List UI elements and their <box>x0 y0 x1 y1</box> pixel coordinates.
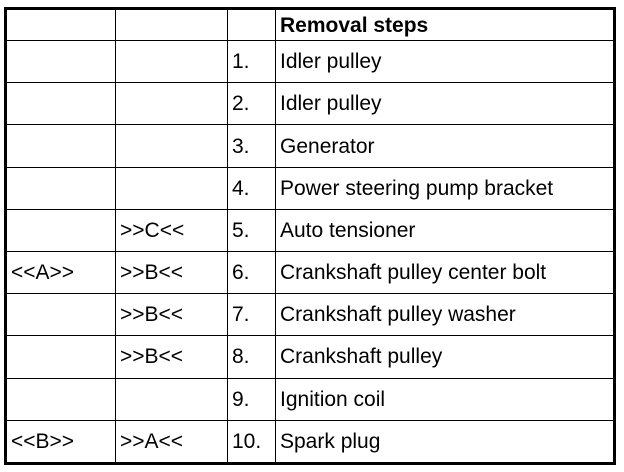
step-number-cell: 10. <box>227 419 276 465</box>
removal-ref-cell <box>115 166 228 210</box>
step-number-cell: 9. <box>227 377 276 421</box>
step-number-cell: 1. <box>227 40 276 84</box>
step-name-cell: Crankshaft pulley center bolt <box>275 250 615 295</box>
table-row: >>B<< 7. Crankshaft pulley washer <box>5 293 615 337</box>
installation-ref-cell <box>5 377 116 421</box>
step-number-cell: 6. <box>227 250 276 295</box>
removal-ref-cell <box>115 40 228 84</box>
header-cell-installation-ref <box>5 7 116 42</box>
installation-ref-cell: <<B>> <box>5 419 116 465</box>
step-number-cell: 4. <box>227 166 276 210</box>
removal-ref-cell: >>A<< <box>115 419 228 465</box>
step-number-cell: 8. <box>227 335 276 379</box>
step-name-cell: Spark plug <box>275 419 615 465</box>
step-number-cell: 3. <box>227 124 276 168</box>
table-row: 4. Power steering pump bracket <box>5 166 615 210</box>
step-name-cell: Power steering pump bracket <box>275 166 615 210</box>
table-row: >>B<< 8. Crankshaft pulley <box>5 335 615 379</box>
step-name-cell: Ignition coil <box>275 377 615 421</box>
removal-ref-cell: >>B<< <box>115 293 228 337</box>
table-row: <<B>> >>A<< 10. Spark plug <box>5 419 615 465</box>
removal-ref-cell <box>115 377 228 421</box>
step-name-cell: Idler pulley <box>275 82 615 126</box>
installation-ref-cell <box>5 208 116 253</box>
installation-ref-cell <box>5 124 116 168</box>
installation-ref-cell <box>5 166 116 210</box>
step-name-cell: Crankshaft pulley washer <box>275 293 615 337</box>
header-cell-number <box>227 7 276 42</box>
step-name-cell: Crankshaft pulley <box>275 335 615 379</box>
step-name-cell: Idler pulley <box>275 40 615 84</box>
installation-ref-cell <box>5 293 116 337</box>
removal-ref-cell: >>B<< <box>115 335 228 379</box>
installation-ref-cell <box>5 40 116 84</box>
removal-steps-table: Removal steps 1. Idler pulley 2. Idler p… <box>4 7 616 465</box>
table-row: <<A>> >>B<< 6. Crankshaft pulley center … <box>5 250 615 295</box>
step-number-cell: 2. <box>227 82 276 126</box>
installation-ref-cell <box>5 82 116 126</box>
table-row: 2. Idler pulley <box>5 82 615 126</box>
step-number-cell: 7. <box>227 293 276 337</box>
removal-ref-cell <box>115 82 228 126</box>
removal-ref-cell: >>C<< <box>115 208 228 253</box>
header-title-removal-steps: Removal steps <box>275 7 615 42</box>
removal-ref-cell: >>B<< <box>115 250 228 295</box>
table-row: 1. Idler pulley <box>5 40 615 84</box>
step-number-cell: 5. <box>227 208 276 253</box>
installation-ref-cell: <<A>> <box>5 250 116 295</box>
installation-ref-cell <box>5 335 116 379</box>
table-row: >>C<< 5. Auto tensioner <box>5 208 615 253</box>
table-row: 9. Ignition coil <box>5 377 615 421</box>
table-row: 3. Generator <box>5 124 615 168</box>
step-name-cell: Auto tensioner <box>275 208 615 253</box>
removal-ref-cell <box>115 124 228 168</box>
header-cell-removal-ref <box>115 7 228 42</box>
step-name-cell: Generator <box>275 124 615 168</box>
table-header-row: Removal steps <box>5 7 615 42</box>
